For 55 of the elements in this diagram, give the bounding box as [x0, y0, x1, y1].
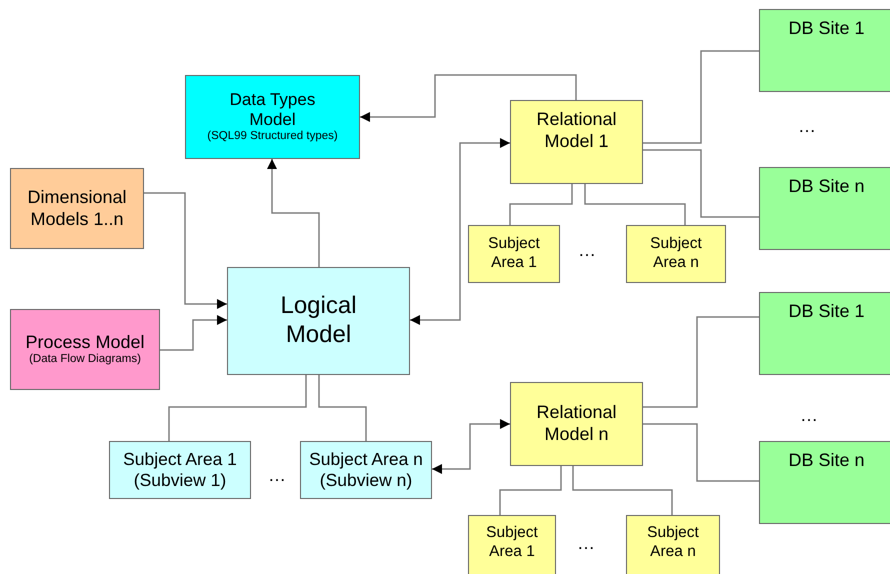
arrow [144, 192, 227, 309]
process-box [10, 168, 144, 249]
node-title: Subject Area n [649, 235, 703, 273]
process-box [300, 441, 432, 499]
ellipsis-label: … [798, 116, 816, 137]
node-subtitle: (SQL99 Structured types) [207, 130, 338, 144]
connector-line [643, 423, 759, 482]
ellipsis-label: … [800, 405, 818, 426]
node-title: Logical Model [279, 292, 358, 350]
connector-line [643, 316, 759, 408]
connector-line [572, 466, 673, 515]
node-title: DB Site 1 [788, 301, 865, 323]
node-title: Relational Model 1 [535, 109, 618, 152]
arrow [160, 315, 227, 351]
process-box [10, 309, 160, 390]
process-box [626, 515, 720, 574]
connector-line [168, 375, 307, 441]
process-box [109, 441, 251, 499]
arrow [267, 159, 320, 267]
connector-line [584, 184, 686, 225]
node-title: Data Types Model [228, 90, 316, 130]
node-title: Subject Area 1 [487, 235, 541, 273]
process-box [759, 441, 890, 524]
process-box [185, 75, 360, 159]
process-box [468, 515, 556, 574]
arrow [410, 138, 510, 325]
connector-line [499, 466, 562, 515]
node-title: DB Site n [788, 450, 865, 472]
process-box [626, 225, 726, 283]
ellipsis-label: … [268, 465, 286, 486]
process-box [759, 292, 890, 375]
connector-line [318, 375, 367, 441]
process-box [759, 167, 890, 250]
node-title: Relational Model n [535, 402, 618, 446]
connector-line [643, 50, 759, 144]
node-title: Subject Area n [646, 524, 700, 562]
process-box [759, 9, 890, 92]
ellipsis-label: … [578, 240, 596, 261]
node-title: Dimensional Models 1..n [26, 186, 128, 230]
process-box [227, 267, 410, 375]
node-title: DB Site 1 [788, 18, 865, 40]
arrow [360, 74, 577, 122]
node-subtitle: (Data Flow Diagrams) [29, 353, 141, 368]
process-box [510, 382, 643, 466]
node-title: DB Site n [788, 176, 865, 198]
node-title: Subject Area n (Subview n) [308, 449, 424, 491]
process-box [468, 225, 560, 283]
connector-line [643, 149, 759, 218]
node-title: Subject Area 1 (Subview 1) [122, 449, 238, 491]
node-title: Subject Area 1 [485, 524, 539, 562]
node-title: Process Model [25, 332, 145, 354]
connector-line [509, 184, 573, 225]
process-box [510, 100, 643, 184]
arrow [432, 419, 510, 474]
ellipsis-label: … [577, 533, 595, 554]
